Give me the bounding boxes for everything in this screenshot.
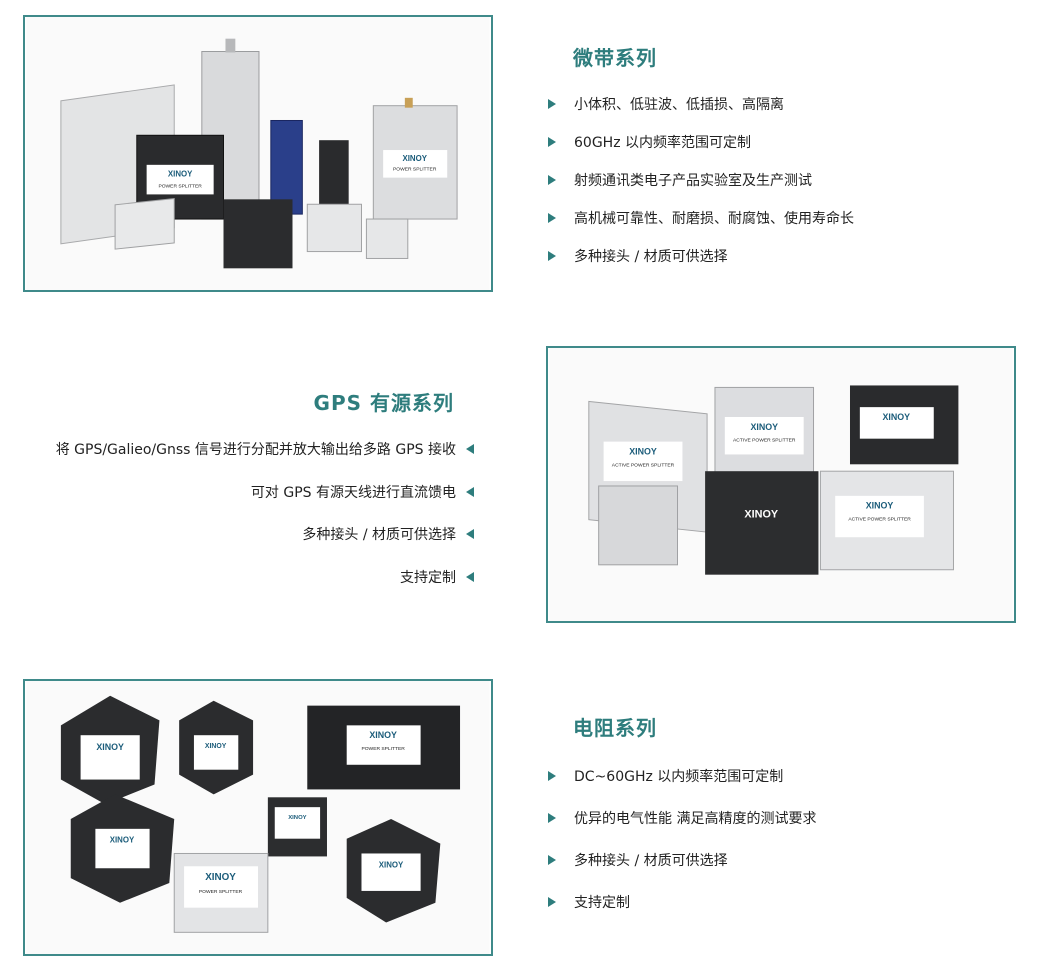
list-item-label: 可对 GPS 有源天线进行直流馈电 (250, 484, 456, 501)
triangle-right-icon (548, 813, 556, 823)
active-splitter-label: ACTIVE POWER SPLITTER (612, 462, 675, 468)
active-splitter-label: ACTIVE POWER SPLITTER (733, 438, 796, 444)
active-splitter-label: ACTIVE POWER SPLITTER (848, 516, 911, 522)
brand-label: XINOY (205, 872, 236, 883)
triangle-right-icon (548, 251, 556, 261)
triangle-right-icon (548, 175, 556, 185)
triangle-left-icon (466, 529, 474, 540)
gps-active-splitters-illustration: XINOY ACTIVE POWER SPLITTER XINOY ACTIVE… (549, 348, 1013, 621)
brand-label: XINOY (379, 860, 404, 869)
splitter-label: POWER SPLITTER (361, 746, 405, 752)
triangle-right-icon (548, 213, 556, 223)
list-item: 60GHz 以内频率范围可定制 (548, 123, 854, 161)
resistive-product-image: XINOY XINOY XINOY POWER SPLITTER XINOY X… (23, 679, 493, 956)
brand-label: XINOY (288, 815, 306, 821)
list-item: 将 GPS/Galieo/Gnss 信号进行分配并放大输出给多路 GPS 接收 (56, 428, 474, 471)
feature-list-resistive: DC~60GHz 以内频率范围可定制 优异的电气性能 满足高精度的测试要求 多种… (548, 755, 816, 923)
section-title-gps-active: GPS 有源系列 (313, 391, 454, 415)
triangle-right-icon (548, 855, 556, 865)
list-item: 多种接头 / 材质可供选择 (548, 839, 816, 881)
list-item-label: 多种接头 / 材质可供选择 (302, 527, 456, 544)
section-title-resistive: 电阻系列 (573, 716, 657, 740)
brand-label: XINOY (168, 170, 193, 179)
brand-label: XINOY (205, 743, 227, 750)
list-item-label: 多种接头 / 材质可供选择 (574, 853, 728, 869)
list-item: 支持定制 (56, 556, 474, 599)
brand-label: XINOY (629, 446, 657, 456)
list-item-label: 支持定制 (400, 569, 456, 586)
brand-label: XINOY (110, 836, 135, 845)
triangle-left-icon (466, 444, 474, 455)
brand-label: XINOY (402, 154, 427, 163)
triangle-right-icon (548, 897, 556, 907)
list-item-label: 支持定制 (574, 895, 630, 911)
splitter-label: POWER SPLITTER (393, 167, 437, 173)
list-item: 可对 GPS 有源天线进行直流馈电 (56, 471, 474, 514)
brand-label: XINOY (750, 422, 778, 432)
list-item: 多种接头 / 材质可供选择 (548, 237, 854, 275)
list-item: 优异的电气性能 满足高精度的测试要求 (548, 797, 816, 839)
brand-label: XINOY (883, 412, 911, 422)
list-item-label: 高机械可靠性、耐磨损、耐腐蚀、使用寿命长 (574, 211, 854, 227)
list-item: 支持定制 (548, 881, 816, 923)
triangle-left-icon (466, 486, 474, 497)
splitter-label: POWER SPLITTER (199, 889, 243, 895)
list-item: DC~60GHz 以内频率范围可定制 (548, 755, 816, 797)
triangle-right-icon (548, 99, 556, 109)
gps-active-product-image: XINOY ACTIVE POWER SPLITTER XINOY ACTIVE… (546, 346, 1016, 623)
triangle-right-icon (548, 137, 556, 147)
triangle-left-icon (466, 571, 474, 582)
section-title-microstrip: 微带系列 (573, 46, 657, 70)
feature-list-microstrip: 小体积、低驻波、低插损、高隔离 60GHz 以内频率范围可定制 射频通讯类电子产… (548, 85, 854, 275)
brand-label: XINOY (744, 509, 778, 521)
list-item: 多种接头 / 材质可供选择 (56, 513, 474, 556)
list-item: 小体积、低驻波、低插损、高隔离 (548, 85, 854, 123)
list-item-label: 优异的电气性能 满足高精度的测试要求 (574, 811, 817, 827)
list-item: 射频通讯类电子产品实验室及生产测试 (548, 161, 854, 199)
list-item-label: 将 GPS/Galieo/Gnss 信号进行分配并放大输出给多路 GPS 接收 (55, 442, 456, 459)
brand-label: XINOY (369, 730, 397, 740)
list-item-label: 小体积、低驻波、低插损、高隔离 (574, 97, 784, 113)
brand-label: XINOY (866, 501, 894, 511)
list-item-label: 射频通讯类电子产品实验室及生产测试 (574, 173, 812, 189)
triangle-right-icon (548, 771, 556, 781)
microstrip-product-image: XINOY POWER SPLITTER XINOY POWER SPLITTE… (23, 15, 493, 292)
list-item-label: 多种接头 / 材质可供选择 (574, 249, 728, 265)
brand-label: XINOY (96, 742, 124, 752)
list-item-label: DC~60GHz 以内频率范围可定制 (574, 769, 784, 785)
list-item: 高机械可靠性、耐磨损、耐腐蚀、使用寿命长 (548, 199, 854, 237)
feature-list-gps-active: 将 GPS/Galieo/Gnss 信号进行分配并放大输出给多路 GPS 接收 … (56, 428, 474, 598)
resistive-splitters-illustration: XINOY XINOY XINOY POWER SPLITTER XINOY X… (26, 681, 490, 954)
microstrip-splitters-illustration: XINOY POWER SPLITTER XINOY POWER SPLITTE… (26, 17, 490, 290)
list-item-label: 60GHz 以内频率范围可定制 (574, 135, 751, 151)
splitter-label: POWER SPLITTER (158, 184, 202, 190)
